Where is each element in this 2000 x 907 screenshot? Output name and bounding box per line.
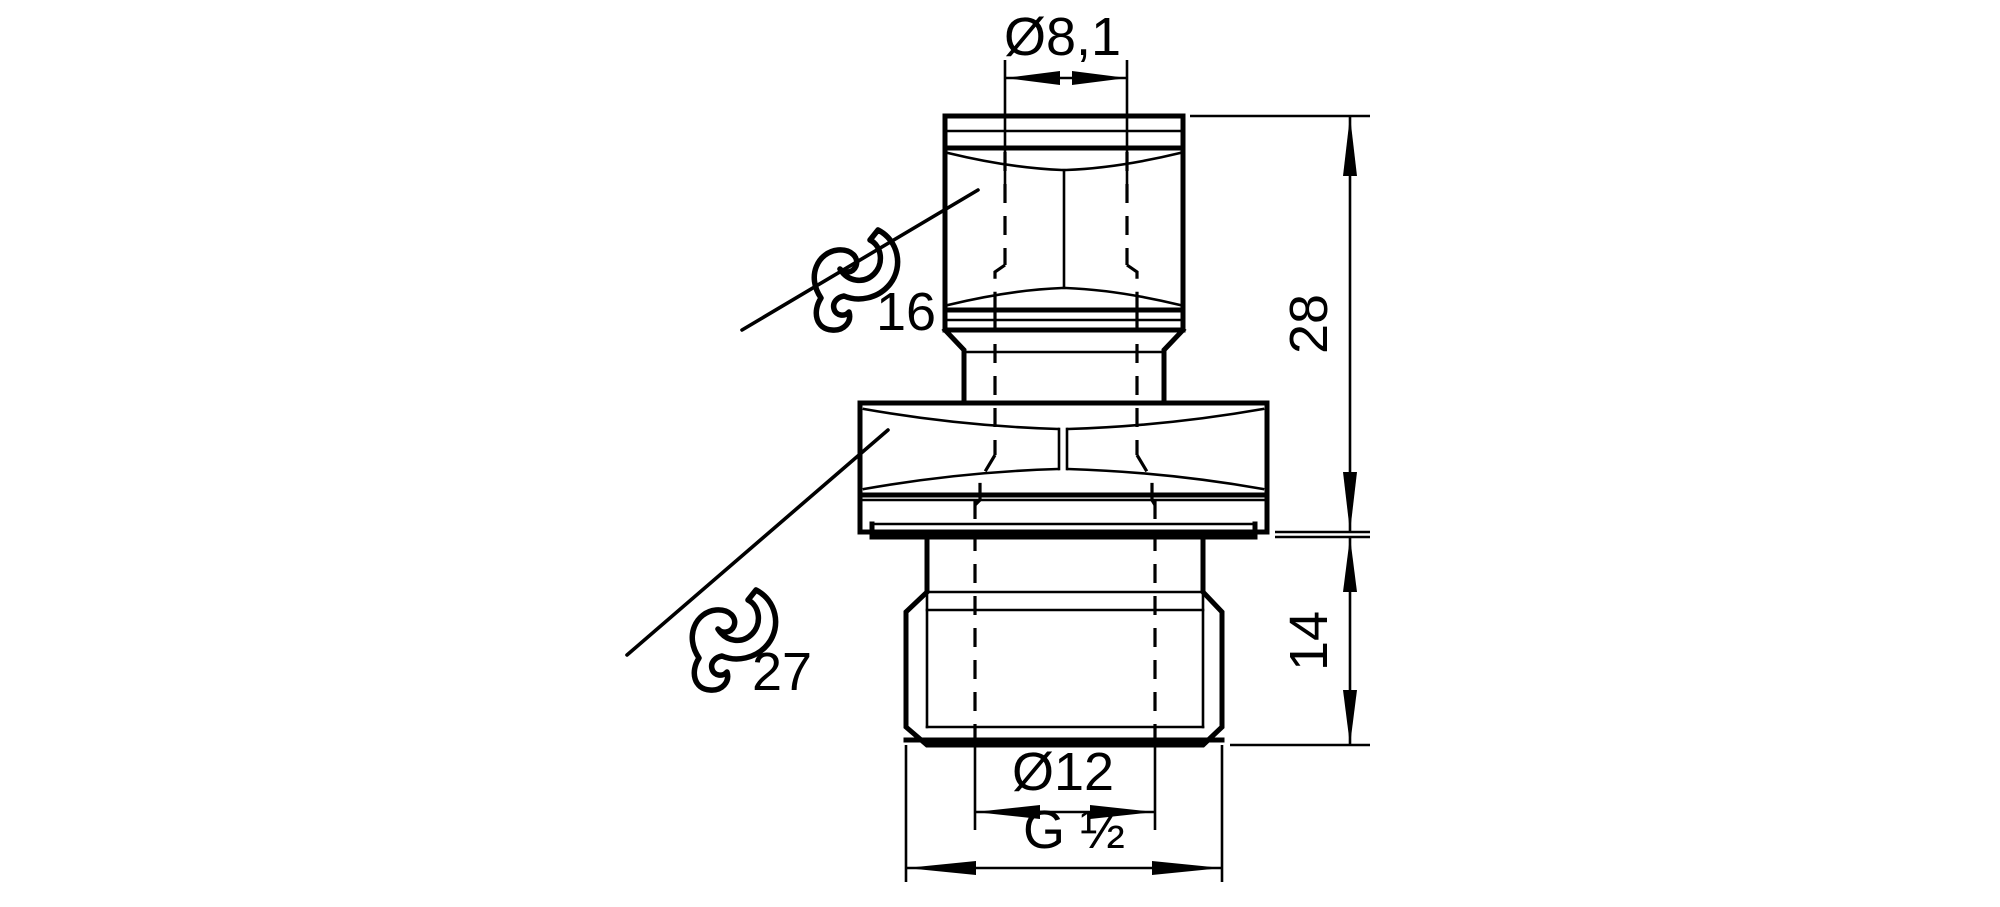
callout-label-wrench-27: 27 xyxy=(752,642,812,702)
dimension-height-thread: 14 xyxy=(1230,535,1370,747)
arrow-right xyxy=(1090,805,1155,819)
arrow-down xyxy=(1343,690,1357,745)
threaded-spigot xyxy=(903,534,1225,748)
dimension-thread-size: G ½ xyxy=(904,745,1224,882)
callout-label-wrench-16: 16 xyxy=(876,282,936,342)
dimension-bore-top: Ø8,1 xyxy=(1004,7,1127,85)
callout-wrench-16: 16 xyxy=(740,188,980,342)
top-collar xyxy=(942,113,1186,151)
arrow-down xyxy=(1343,472,1357,532)
upper-hex-nut xyxy=(942,145,1186,313)
dimension-label-bore-top: Ø8,1 xyxy=(1004,7,1121,67)
arrow-left xyxy=(906,861,976,875)
dimension-label-thread-size: G ½ xyxy=(1023,800,1125,860)
dimension-label-height-total: 28 xyxy=(1279,294,1339,354)
upper-collar-lower xyxy=(942,307,1186,333)
arrow-up xyxy=(1343,537,1357,592)
arrow-left xyxy=(975,805,1040,819)
dimension-label-height-thread: 14 xyxy=(1279,611,1339,671)
callout-wrench-27: 27 xyxy=(625,428,890,702)
arrow-right xyxy=(1072,71,1127,85)
part-geometry xyxy=(857,60,1270,830)
dimension-label-bore-bottom: Ø12 xyxy=(1012,742,1114,802)
arrow-right xyxy=(1152,861,1222,875)
arrow-left xyxy=(1005,71,1060,85)
neck-shoulder xyxy=(941,326,1187,406)
arrow-up xyxy=(1343,116,1357,176)
bore-extension-lines xyxy=(973,60,1157,830)
lower-hex-nut xyxy=(857,400,1270,498)
wrench-icon xyxy=(689,587,779,693)
wrench-icon xyxy=(811,227,901,333)
dimension-bore-bottom: Ø12 xyxy=(975,742,1155,819)
flange-seat xyxy=(857,492,1270,540)
dimension-height-total: 28 xyxy=(1190,114,1370,534)
